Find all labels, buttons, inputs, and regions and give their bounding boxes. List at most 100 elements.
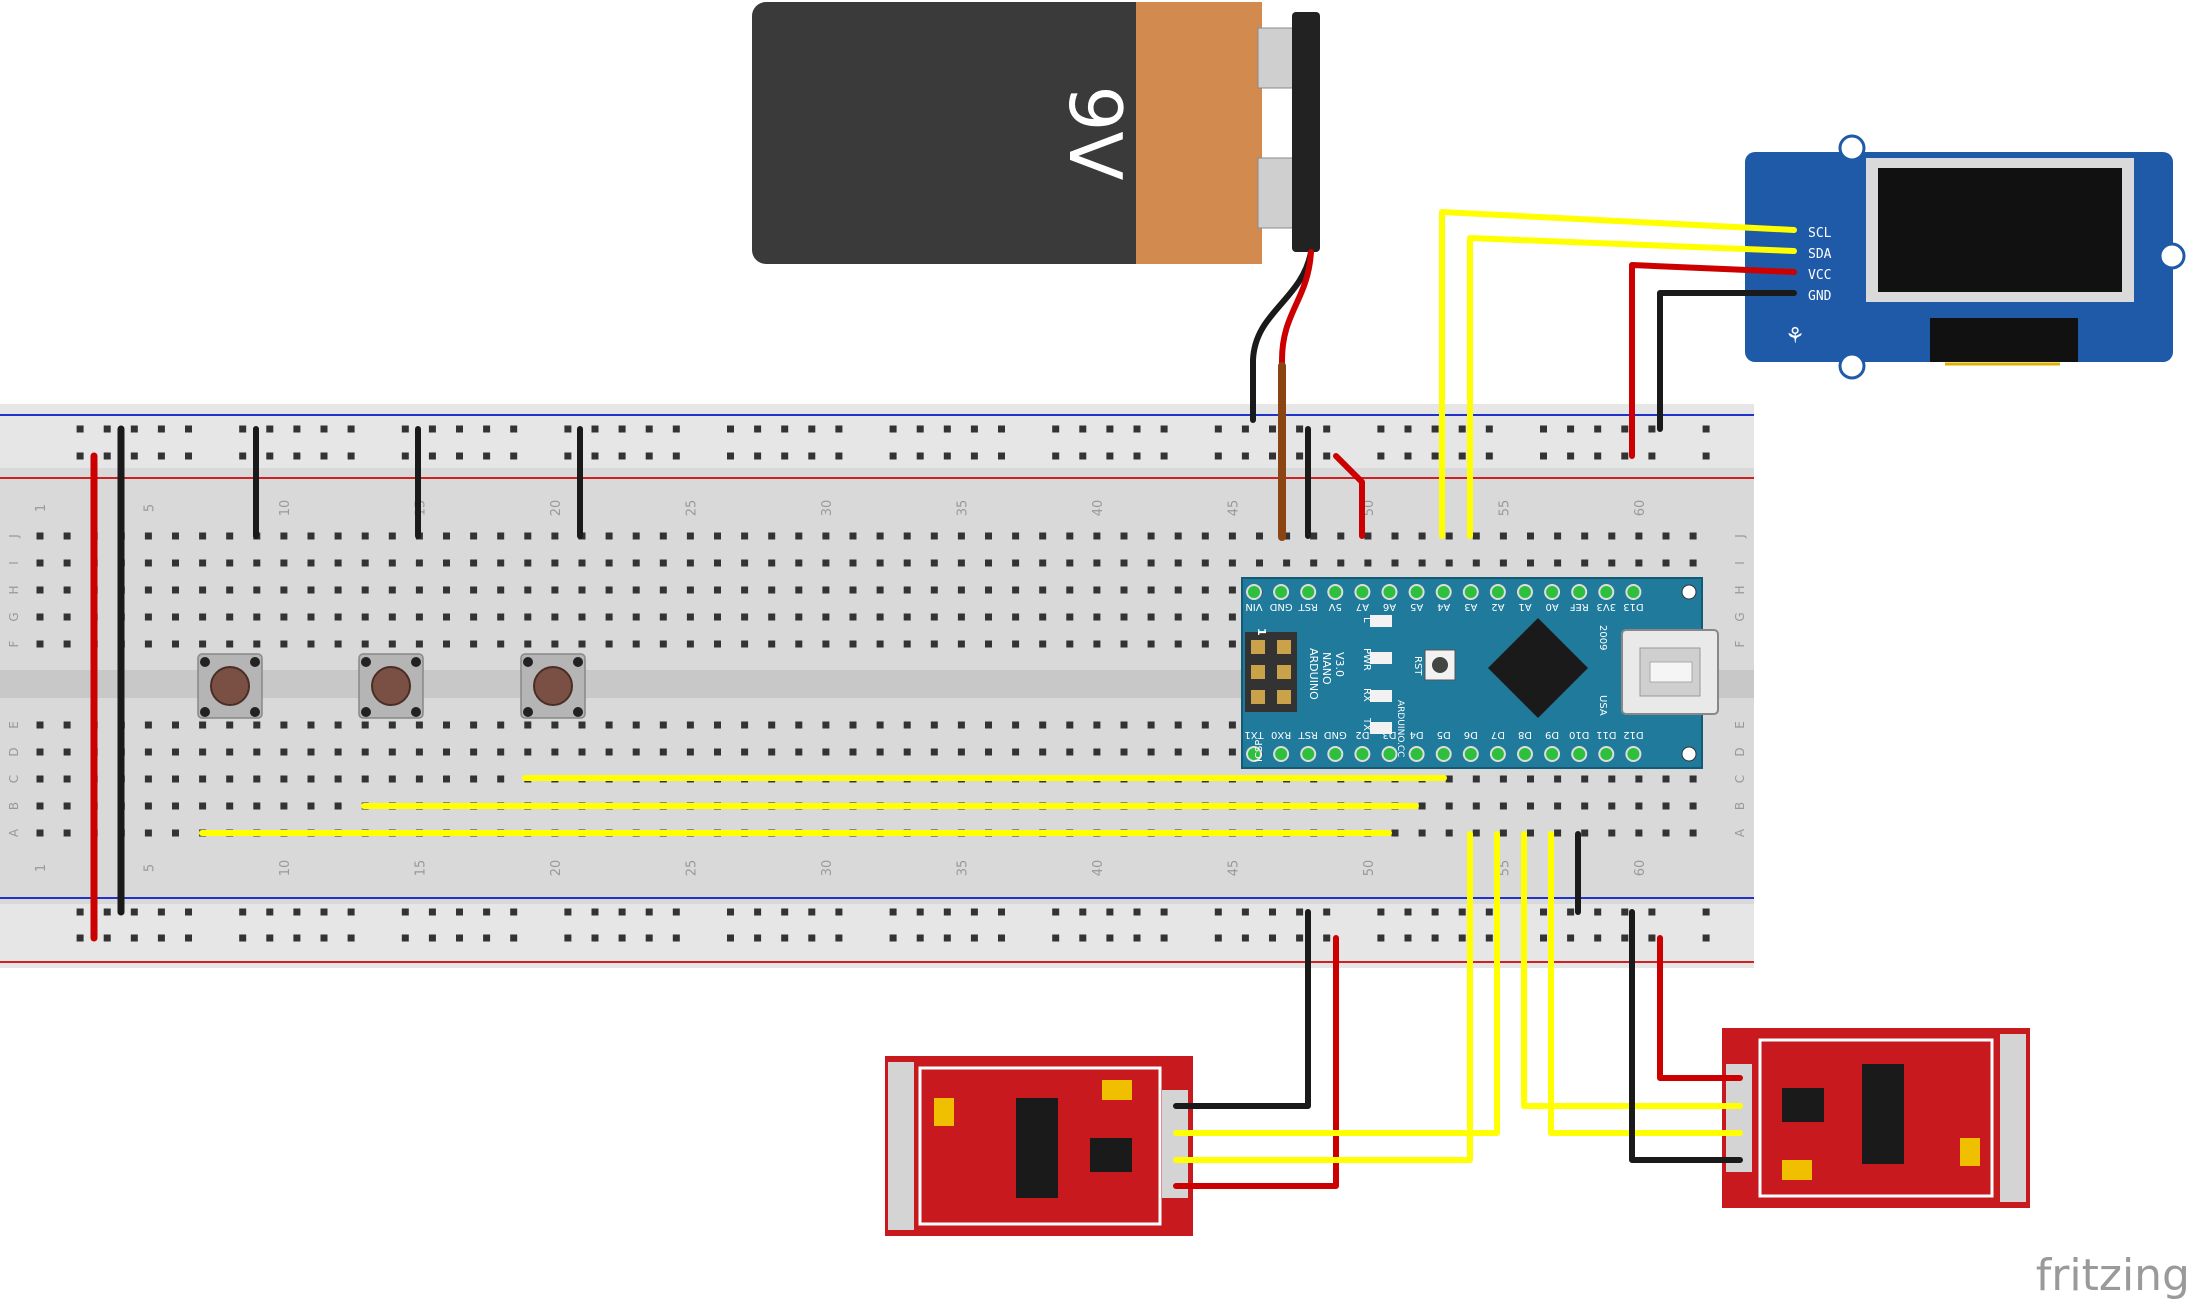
breadboard-hole bbox=[1039, 613, 1047, 621]
battery-snap-cap bbox=[1292, 12, 1320, 252]
breadboard-hole bbox=[497, 775, 505, 783]
nano-pin-label-bottom: D12 bbox=[1623, 729, 1643, 740]
breadboard-hole bbox=[63, 586, 71, 594]
breadboard-hole bbox=[63, 721, 71, 729]
oled-display[interactable]: ⚘ SCL SDA VCC GND bbox=[1745, 134, 2186, 380]
row-letter: B bbox=[1733, 802, 1747, 810]
rail-hole bbox=[510, 452, 518, 460]
nano-pin-top bbox=[1489, 584, 1506, 600]
rail-hole bbox=[1485, 908, 1493, 916]
rail-hole bbox=[1485, 452, 1493, 460]
hx711-module-left[interactable] bbox=[885, 1056, 1193, 1236]
rail-hole bbox=[266, 908, 274, 916]
button-cap[interactable] bbox=[371, 666, 411, 706]
battery-terminal-negative bbox=[1257, 157, 1299, 229]
oled-scl-wire bbox=[1439, 209, 1797, 539]
breadboard-hole bbox=[280, 559, 288, 567]
rail-hole bbox=[970, 452, 978, 460]
breadboard-hole bbox=[1689, 829, 1697, 837]
breadboard-hole bbox=[822, 532, 830, 540]
breadboard-hole bbox=[551, 586, 559, 594]
push-button-2[interactable] bbox=[358, 653, 424, 719]
column-number: 20 bbox=[549, 500, 564, 517]
row-letter: E bbox=[7, 721, 21, 729]
breadboard-hole bbox=[686, 613, 694, 621]
breadboard-hole bbox=[415, 748, 423, 756]
breadboard-hole bbox=[985, 613, 992, 621]
breadboard-hole bbox=[172, 748, 179, 756]
push-button-3[interactable] bbox=[520, 653, 586, 719]
breadboard-hole bbox=[930, 532, 938, 540]
breadboard-hole bbox=[605, 532, 613, 540]
button-cap[interactable] bbox=[210, 666, 250, 706]
rail-hole bbox=[456, 452, 463, 460]
nano-pin-bottom bbox=[1462, 746, 1479, 762]
rail-hole bbox=[835, 425, 843, 433]
hx711-right-dt-wire bbox=[1521, 831, 1743, 1109]
nano-pin-top bbox=[1273, 584, 1290, 600]
rail-hole bbox=[1377, 425, 1385, 433]
breadboard-hole bbox=[822, 640, 830, 648]
breadboard-hole bbox=[1581, 775, 1589, 783]
battery-wire-black bbox=[1250, 249, 1314, 423]
breadboard-hole bbox=[199, 559, 207, 567]
usb-tongue bbox=[1649, 661, 1693, 683]
breadboard-hole bbox=[876, 640, 884, 648]
breadboard-hole bbox=[1228, 559, 1236, 567]
hx711-module-right[interactable] bbox=[1722, 1028, 2030, 1208]
rail-hole bbox=[510, 934, 518, 942]
row-letter: J bbox=[1733, 534, 1747, 539]
breadboard-hole bbox=[632, 748, 640, 756]
breadboard-hole bbox=[172, 586, 179, 594]
breadboard-hole bbox=[1201, 640, 1209, 648]
breadboard-hole bbox=[1635, 532, 1643, 540]
breadboard-hole bbox=[307, 640, 315, 648]
nano-pin-top bbox=[1435, 584, 1452, 600]
rail-hole bbox=[76, 425, 84, 433]
breadboard-hole bbox=[1608, 802, 1616, 810]
nano-pin-bottom bbox=[1327, 746, 1344, 762]
rail-hole bbox=[1567, 452, 1575, 460]
rail-hole bbox=[943, 934, 951, 942]
row-letter: H bbox=[1733, 585, 1747, 594]
breadboard-hole bbox=[741, 748, 749, 756]
button-cap[interactable] bbox=[533, 666, 573, 706]
rail-hole bbox=[428, 908, 436, 916]
rail-hole bbox=[618, 908, 626, 916]
breadboard-hole bbox=[1201, 613, 1209, 621]
rail-hole bbox=[401, 934, 409, 942]
rail-hole bbox=[1133, 908, 1141, 916]
rail-hole bbox=[266, 425, 274, 433]
rail-hole bbox=[130, 908, 138, 916]
breadboard-hole bbox=[1174, 640, 1182, 648]
breadboard-hole bbox=[361, 559, 369, 567]
breadboard-hole bbox=[307, 586, 315, 594]
rail-hole bbox=[1377, 452, 1385, 460]
breadboard-hole bbox=[1364, 532, 1372, 540]
breadboard-hole bbox=[36, 829, 44, 837]
rail-hole bbox=[916, 934, 924, 942]
push-button-1[interactable] bbox=[197, 653, 263, 719]
nano-pin-bottom bbox=[1571, 746, 1588, 762]
rail-hole bbox=[293, 452, 301, 460]
rail-hole bbox=[1214, 452, 1222, 460]
hx711-left-vcc-wire bbox=[1173, 935, 1339, 1189]
nano-5v-wire bbox=[1333, 453, 1365, 539]
column-number: 50 bbox=[1362, 500, 1377, 517]
breadboard-hole bbox=[63, 532, 71, 540]
mount-hole bbox=[1838, 352, 1866, 380]
breadboard-hole bbox=[388, 721, 396, 729]
hx711-silk bbox=[1758, 1038, 1994, 1198]
breadboard-hole bbox=[415, 775, 423, 783]
column-number: 45 bbox=[1226, 860, 1241, 877]
breadboard-hole bbox=[1174, 586, 1182, 594]
rail-hole bbox=[1594, 425, 1602, 433]
breadboard-hole bbox=[1256, 532, 1263, 540]
reset-button-cap[interactable] bbox=[1432, 657, 1448, 673]
breadboard-hole bbox=[930, 640, 938, 648]
breadboard-hole bbox=[659, 559, 667, 567]
rail-hole bbox=[754, 908, 762, 916]
breadboard-hole bbox=[334, 721, 342, 729]
rail-hole bbox=[428, 934, 436, 942]
